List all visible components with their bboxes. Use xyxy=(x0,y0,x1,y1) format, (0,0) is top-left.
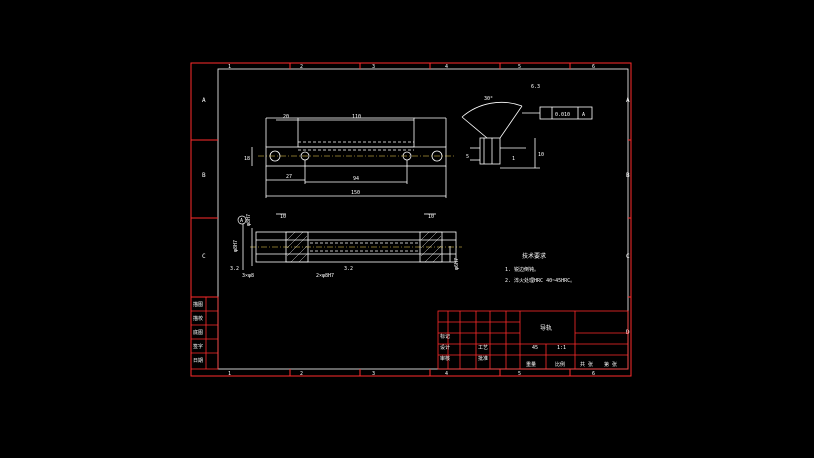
dim-150: 150 xyxy=(351,190,360,196)
dim-27: 27 xyxy=(286,174,292,180)
col-number: 2 xyxy=(300,64,303,70)
note-item: 1. 锐边倒钝。 xyxy=(505,266,539,273)
sheet-zone-labels: 1 2 3 4 5 6 1 2 3 4 5 6 A B C A B C D xyxy=(202,64,630,377)
dim-h7: φ8H7 xyxy=(246,214,252,226)
tb-row: 设计 xyxy=(440,344,450,351)
scale-value: 1:1 xyxy=(557,345,566,351)
ra-top: 6.3 xyxy=(531,84,540,90)
row-letter: C xyxy=(202,253,206,260)
dim-10a: 10 xyxy=(280,214,286,220)
col-number: 1 xyxy=(228,371,231,377)
tb-row: 标记 xyxy=(440,333,450,340)
col-number: 6 xyxy=(592,371,595,377)
row-letter: C xyxy=(626,253,630,260)
row-letter: B xyxy=(626,172,630,179)
sheet-border xyxy=(190,62,632,377)
section-hatch xyxy=(286,231,442,263)
strip-label: 日期 xyxy=(193,358,203,364)
note-2x: 2×φ8H7 xyxy=(316,273,334,279)
material: 45 xyxy=(532,345,538,351)
front-view-dims: 20 110 18 27 94 150 xyxy=(244,114,361,196)
datum-ref: A xyxy=(582,112,585,118)
dim-10b: 10 xyxy=(428,214,434,220)
sheet-no: 第 张 xyxy=(604,361,617,368)
dim-h7c: φ6H7 xyxy=(454,258,460,270)
tb-row: 审核 xyxy=(440,355,450,362)
row-letter: A xyxy=(626,97,630,104)
front-view xyxy=(251,117,455,198)
strip-label: 描图 xyxy=(193,301,203,308)
label-weight: 重量 xyxy=(526,361,536,368)
label-scale: 比例 xyxy=(555,361,565,368)
dim-20: 20 xyxy=(283,114,289,120)
detail-view xyxy=(461,101,593,169)
row-letter: A xyxy=(202,97,206,104)
note-3x: 3×φ8 xyxy=(242,273,254,279)
datum-circle-icon xyxy=(237,215,247,225)
col-number: 2 xyxy=(300,371,303,377)
col-number: 1 xyxy=(228,64,231,70)
row-letter: B xyxy=(202,172,206,179)
section-dims: A φ8H7 φ8H7 10 10 φ6H7 3.2 3×φ8 2×φ8H7 3… xyxy=(230,214,460,279)
col-number: 4 xyxy=(445,64,448,70)
dim-18: 18 xyxy=(244,156,250,162)
ra-mid: 3.2 xyxy=(344,266,353,272)
dim-5: 5 xyxy=(466,154,469,160)
notes-title: 技术要求 xyxy=(522,252,546,260)
tolerance-value: 0.010 xyxy=(555,112,570,118)
col-number: 5 xyxy=(518,64,521,70)
dim-30deg: 30° xyxy=(484,96,493,102)
dim-94: 94 xyxy=(353,176,359,182)
dim-10c: 10 xyxy=(538,152,544,158)
title-block xyxy=(437,310,629,370)
datum-circle-label: A xyxy=(240,218,243,224)
col-number: 3 xyxy=(372,64,375,70)
ra-left: 3.2 xyxy=(230,266,239,272)
sheet-count: 共 张 xyxy=(580,361,593,368)
title-block-text: 导轨 45 1:1 重量 比例 共 张 第 张 标记 设计 审核 工艺 批准 xyxy=(440,324,617,368)
strip-label: 底图 xyxy=(193,329,203,336)
technical-notes: 技术要求 1. 锐边倒钝。 2. 淬火处理HRC 40~45HRC。 xyxy=(505,252,575,284)
col-number: 4 xyxy=(445,371,448,377)
left-strip: 描图 描校 底图 签字 日期 xyxy=(190,296,219,370)
strip-label: 签字 xyxy=(193,343,203,350)
note-item: 2. 淬火处理HRC 40~45HRC。 xyxy=(505,277,575,284)
section-view xyxy=(242,213,462,270)
detail-dims: 30° 6.3 5 1 10 0.010 A xyxy=(466,84,585,162)
part-name: 导轨 xyxy=(540,324,552,332)
dim-110: 110 xyxy=(352,114,361,120)
dim-1: 1 xyxy=(512,156,515,162)
dim-h7b: φ8H7 xyxy=(233,240,239,252)
col-number: 5 xyxy=(518,371,521,377)
col-number: 3 xyxy=(372,371,375,377)
tb-row: 批准 xyxy=(478,355,488,362)
strip-label: 描校 xyxy=(193,315,203,322)
col-number: 6 xyxy=(592,64,595,70)
tb-row: 工艺 xyxy=(478,345,488,351)
